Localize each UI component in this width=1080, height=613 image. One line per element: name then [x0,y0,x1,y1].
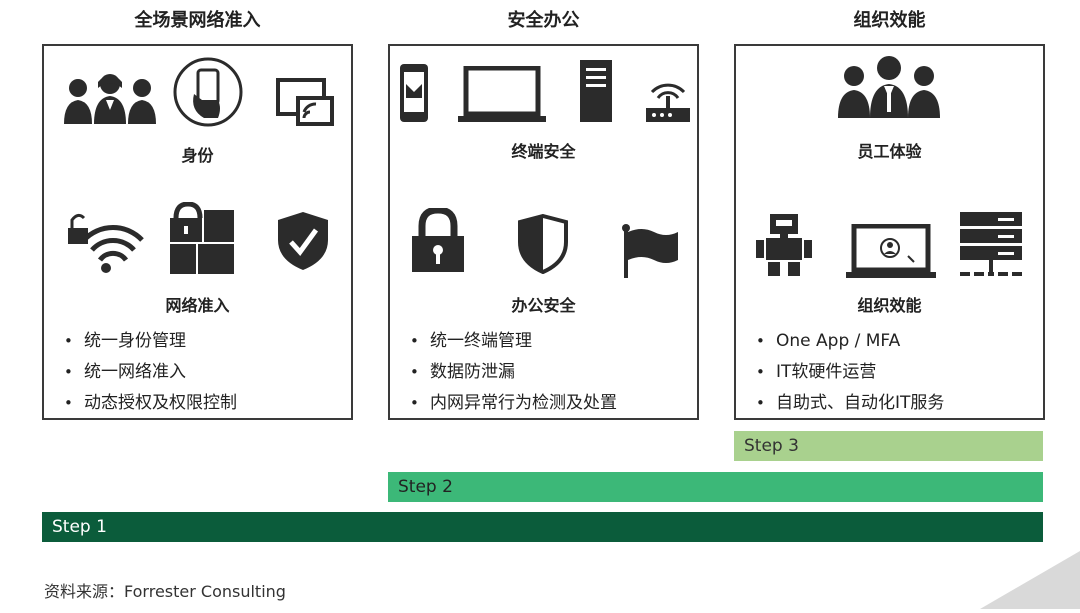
network-server-icon [958,210,1024,278]
robot-icon [756,212,812,278]
list-item: One App / MFA [754,326,1033,357]
half-shield-icon [518,214,568,274]
step-1-bar: Step 1 [42,512,1043,542]
laptop-icon [456,66,548,124]
hand-phone-icon [172,56,244,128]
source-footnote: 资料来源：Forrester Consulting [44,582,286,601]
list-item: 统一网络准入 [62,357,341,388]
padlock-icon [410,208,466,274]
bullet-list-efficiency: One App / MFA IT软硬件运营 自助式、自动化IT服务 [754,326,1033,419]
column-title-access: 全场景网络准入 [134,10,261,31]
list-item: 统一终端管理 [408,326,687,357]
section-label-endpoint-security: 终端安全 [511,142,576,161]
laptop-user-icon [846,224,936,280]
panel-network-access: 身份 网络准入 统一身份管理 统一网络准入 动态授权 [42,44,353,420]
panel-org-efficiency: 员工体验 [734,44,1045,420]
section-label-org-efficiency: 组织效能 [857,296,922,315]
list-item: 数据防泄漏 [408,357,687,388]
corner-decoration [970,551,1080,613]
list-item: 内网异常行为检测及处置 [408,388,687,419]
step-3-bar: Step 3 [734,431,1043,461]
bullet-list-office: 统一终端管理 数据防泄漏 内网异常行为检测及处置 [408,326,687,419]
router-icon [644,78,692,124]
section-label-office-security: 办公安全 [511,296,576,315]
list-item: IT软硬件运营 [754,357,1033,388]
shield-check-icon [276,210,330,272]
phone-mail-icon [398,62,430,124]
server-tower-icon [578,58,614,124]
column-title-office: 安全办公 [507,10,580,31]
section-label-identity: 身份 [181,146,214,165]
step-2-bar: Step 2 [388,472,1043,502]
list-item: 自助式、自动化IT服务 [754,388,1033,419]
section-label-network-access: 网络准入 [165,296,230,315]
column-title-efficiency: 组织效能 [853,10,926,31]
panel-secure-office: 终端安全 办公安全 统一终端管理 数据防泄漏 内网异常行为检测及处置 [388,44,699,420]
bullet-list-access: 统一身份管理 统一网络准入 动态授权及权限控制 [62,326,341,419]
list-item: 动态授权及权限控制 [62,388,341,419]
list-item: 统一身份管理 [62,326,341,357]
screen-cast-icon [276,76,334,126]
people-group-icon [62,70,158,126]
section-label-employee-experience: 员工体验 [857,142,922,161]
employees-icon [836,54,942,120]
flag-icon [620,224,680,280]
lock-blocks-icon [168,202,236,276]
unlocked-wifi-icon [64,212,146,274]
